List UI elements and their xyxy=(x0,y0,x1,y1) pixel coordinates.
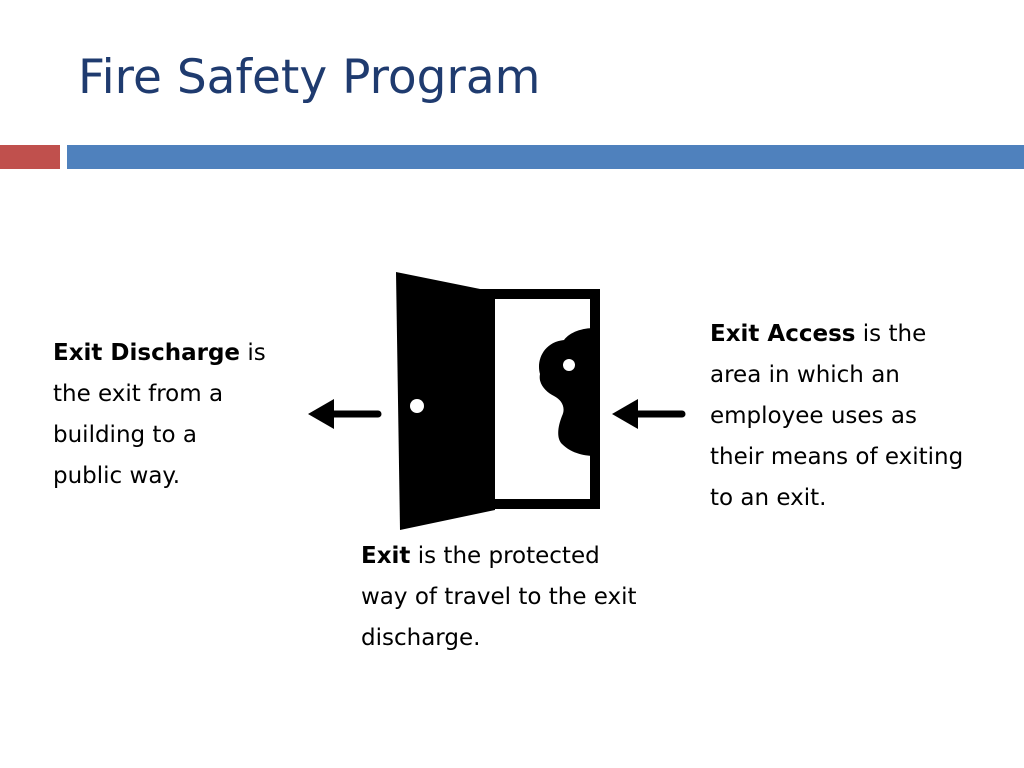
exit-discharge-term: Exit Discharge xyxy=(53,340,241,366)
accent-bar-blue xyxy=(67,145,1024,169)
accent-bar-red xyxy=(0,145,60,169)
open-door-exit-icon xyxy=(396,272,600,530)
exit-access-definition: Exit Access is the area in which an empl… xyxy=(710,314,970,519)
slide-title: Fire Safety Program xyxy=(78,50,541,105)
exit-description: is the protected way of travel to the ex… xyxy=(361,543,637,651)
exit-term: Exit xyxy=(361,543,411,569)
exit-discharge-description: is the exit from a building to a public … xyxy=(53,340,266,489)
exit-discharge-definition: Exit Discharge is the exit from a buildi… xyxy=(53,333,268,497)
arrow-left-icon xyxy=(612,399,686,429)
arrow-left-icon xyxy=(308,399,382,429)
exit-access-description: is the area in which an employee uses as… xyxy=(710,321,964,511)
exit-door-figure xyxy=(308,272,686,530)
exit-access-term: Exit Access xyxy=(710,321,856,347)
exit-definition: Exit is the protected way of travel to t… xyxy=(361,536,651,659)
